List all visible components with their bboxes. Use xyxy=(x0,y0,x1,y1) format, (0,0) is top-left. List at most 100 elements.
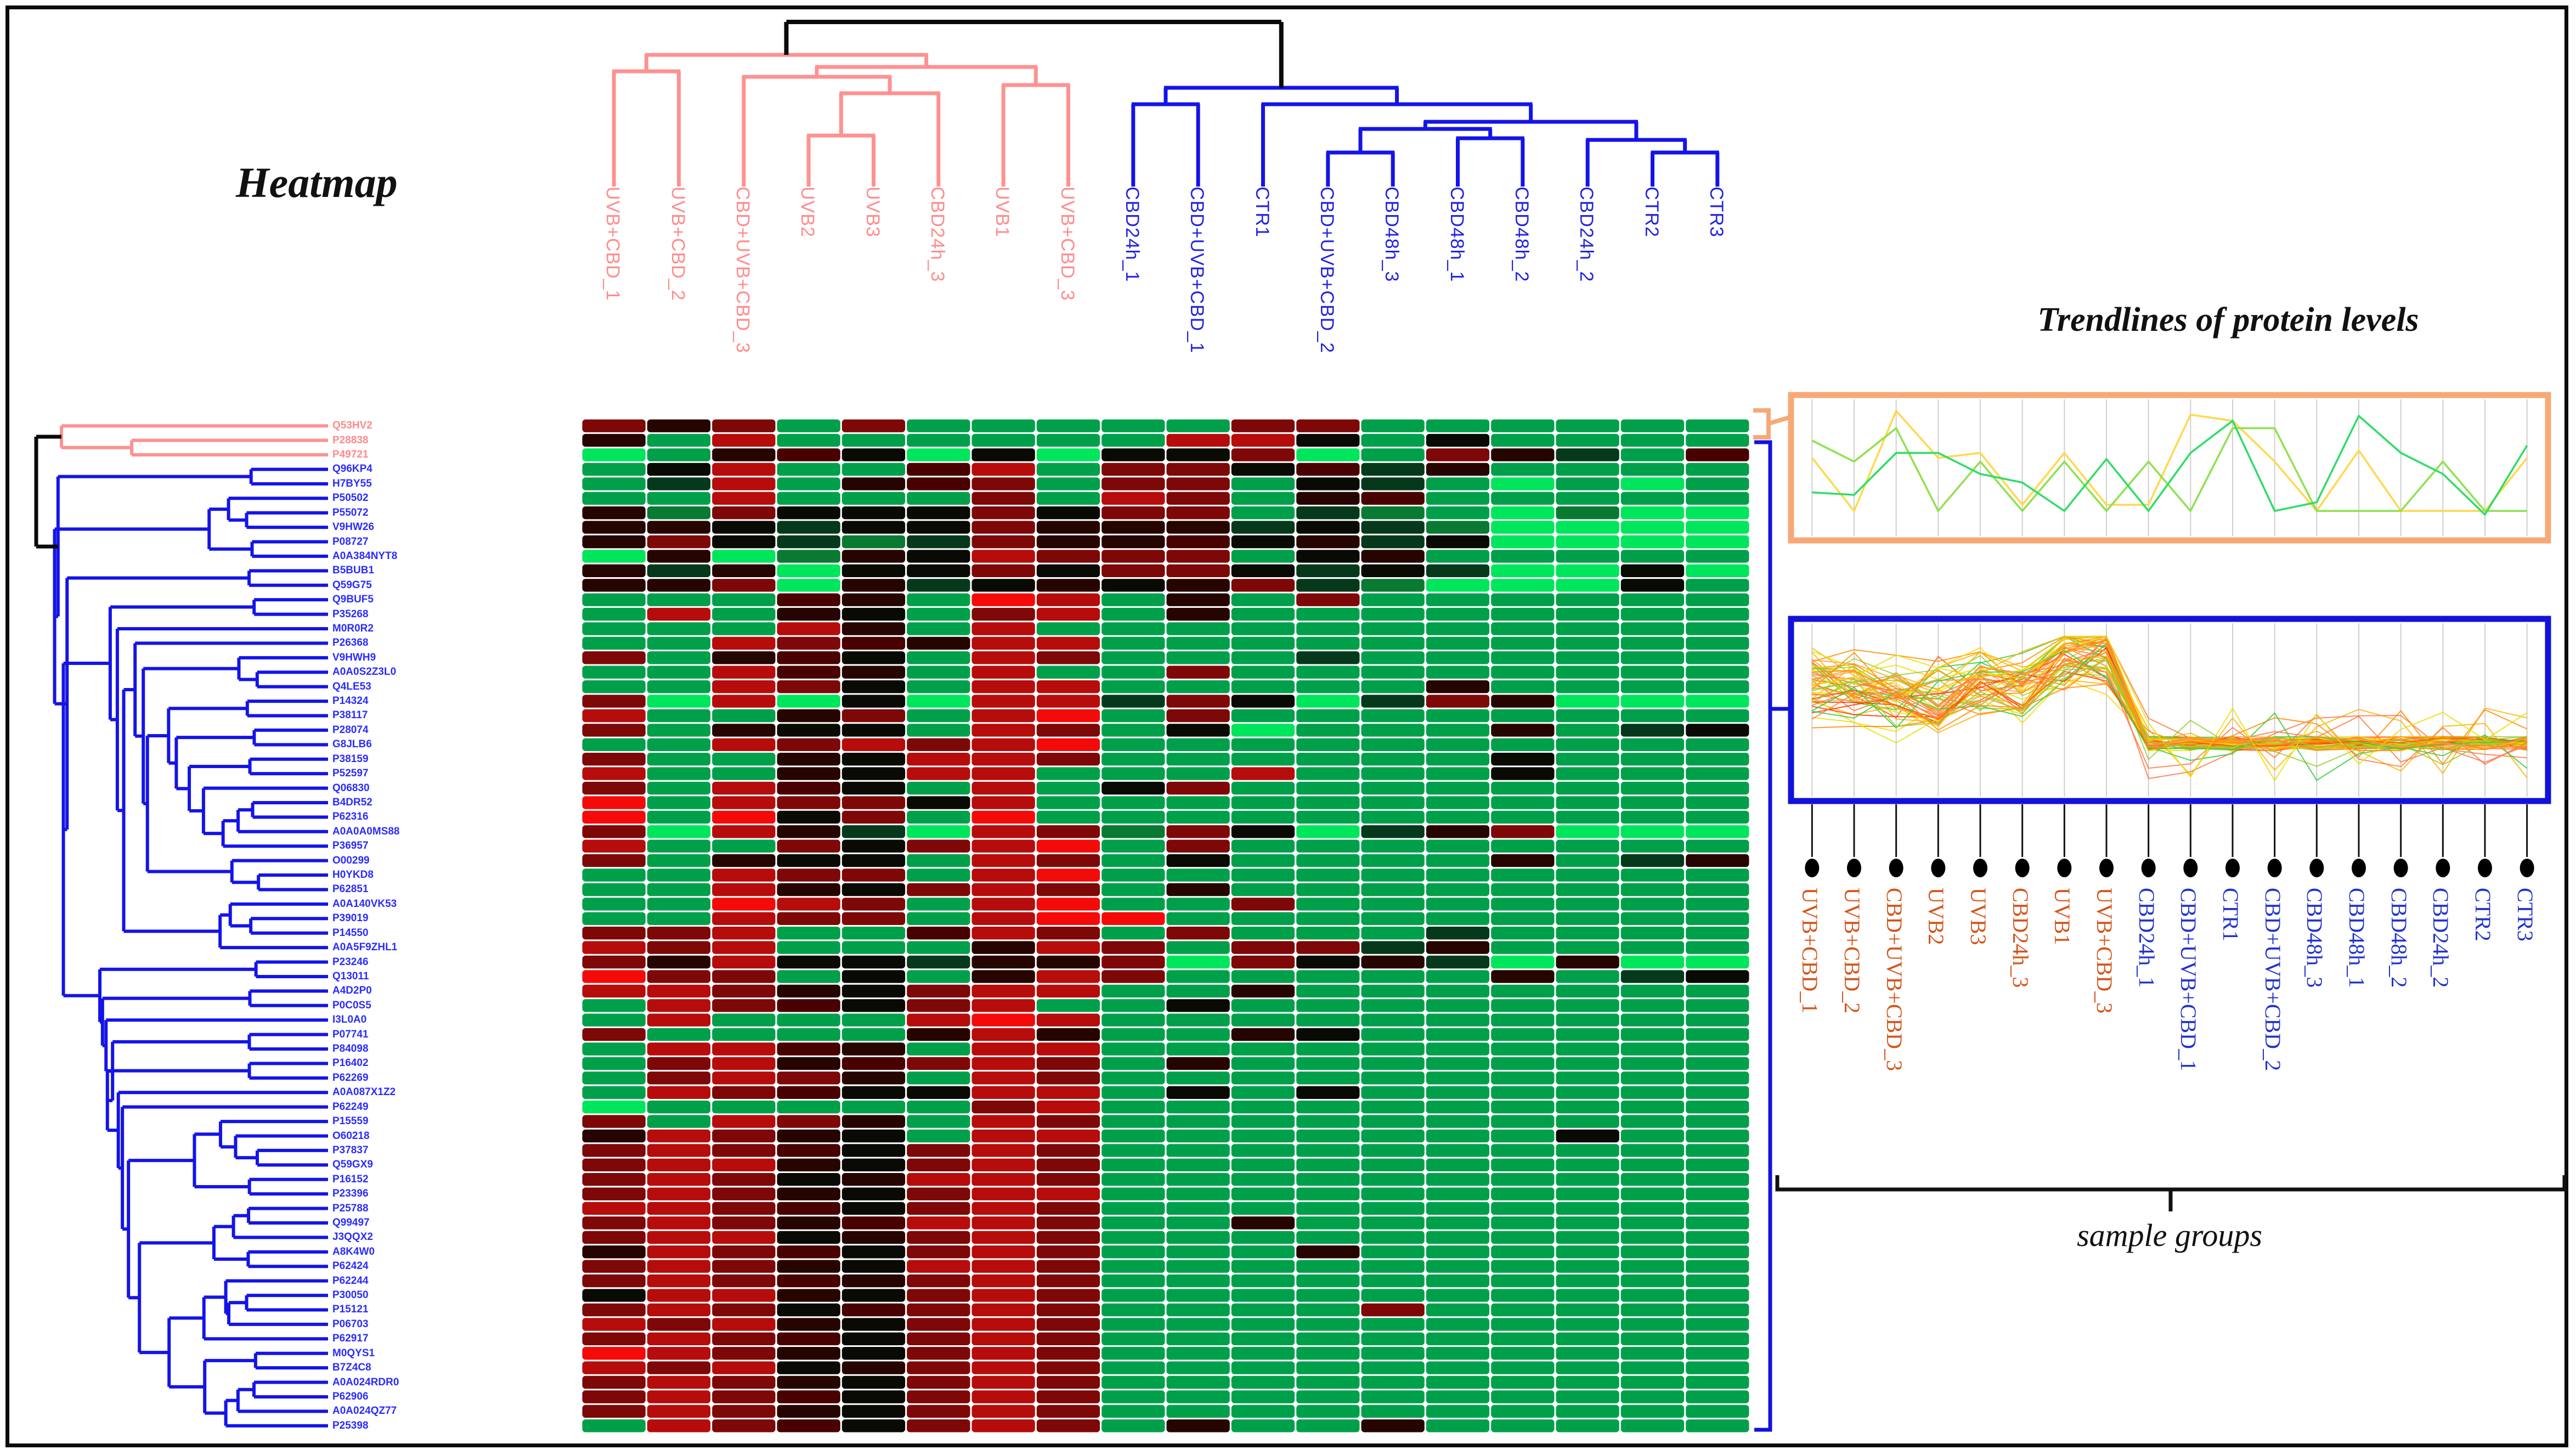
heatmap-cell xyxy=(841,1390,906,1403)
heatmap-cell xyxy=(971,955,1035,969)
row-label-P62917: P62917 xyxy=(332,1333,369,1345)
heatmap-cell xyxy=(1556,1245,1619,1259)
heatmap-cell xyxy=(1036,1260,1100,1273)
heatmap-cell xyxy=(907,1129,970,1143)
heatmap-cell xyxy=(841,1115,906,1128)
heatmap-cell xyxy=(1166,984,1230,998)
heatmap-cell xyxy=(1620,753,1685,766)
heatmap-cell xyxy=(1166,781,1230,795)
heatmap-cell xyxy=(1426,1390,1490,1403)
heatmap-cell xyxy=(907,593,970,606)
heatmap-cell xyxy=(907,1318,970,1331)
heatmap-cell xyxy=(647,1028,711,1041)
heatmap-cell xyxy=(907,1086,970,1099)
heatmap-cell xyxy=(1166,477,1230,490)
heatmap-cell xyxy=(1036,984,1100,998)
heatmap-cell xyxy=(582,1202,646,1215)
heatmap-cell xyxy=(1036,1405,1100,1418)
heatmap-cell xyxy=(971,535,1035,549)
heatmap-cell xyxy=(1620,1347,1685,1360)
heatmap-cell xyxy=(712,463,776,476)
heatmap-cell xyxy=(1361,781,1425,795)
heatmap-cell xyxy=(1231,622,1295,635)
right-panel-graphics xyxy=(1753,392,2567,1432)
heatmap-cell xyxy=(1556,492,1619,505)
heatmap-cell xyxy=(1491,1347,1555,1360)
heatmap-cell xyxy=(971,854,1035,867)
trendline-green xyxy=(1812,414,2528,516)
heatmap-cell xyxy=(907,810,970,824)
heatmap-cell xyxy=(1101,695,1165,708)
heatmap-cell xyxy=(1036,477,1100,490)
sample-label-UVB+CBD_1: UVB+CBD_1 xyxy=(1798,888,1823,1014)
heatmap-cell xyxy=(1296,1390,1360,1403)
heatmap-cell xyxy=(1231,1158,1295,1171)
sample-label-CBD48h_1: CBD48h_1 xyxy=(2345,888,2369,988)
heatmap-cell xyxy=(777,463,840,476)
heatmap-cell xyxy=(841,1071,906,1085)
heatmap-cell xyxy=(1101,1057,1165,1070)
heatmap-cell xyxy=(1620,579,1685,592)
heatmap-cell xyxy=(971,1405,1035,1418)
heatmap-cell xyxy=(1036,898,1100,911)
heatmap-cell xyxy=(1231,1375,1295,1389)
heatmap-cell xyxy=(1101,433,1165,447)
heatmap-cell xyxy=(1361,767,1425,780)
heatmap-cell xyxy=(1426,854,1490,867)
heatmap-cell xyxy=(582,1245,646,1259)
heatmap-cell xyxy=(582,666,646,679)
heatmap-cell xyxy=(712,854,776,867)
heatmap-cell xyxy=(1686,883,1749,896)
heatmap-cell xyxy=(907,1071,970,1085)
heatmap-cell xyxy=(1556,463,1619,476)
row-label-P84098: P84098 xyxy=(332,1043,369,1055)
heatmap-cell xyxy=(582,1013,646,1027)
heatmap-cell xyxy=(1361,1115,1425,1128)
heatmap-cell xyxy=(1036,535,1100,549)
heatmap-cell xyxy=(1101,970,1165,983)
heatmap-cell xyxy=(1231,810,1295,824)
heatmap-cell xyxy=(1426,1158,1490,1171)
heatmap-cell xyxy=(1491,970,1555,983)
row-label-P26368: P26368 xyxy=(332,637,369,649)
heatmap-cell xyxy=(1231,564,1295,577)
heatmap-cell xyxy=(1426,1274,1490,1288)
heatmap-cell xyxy=(907,521,970,534)
heatmap-cell xyxy=(1491,1303,1555,1317)
heatmap-cell xyxy=(1166,1173,1230,1186)
heatmap-cell xyxy=(712,1187,776,1200)
heatmap-cell xyxy=(1491,1375,1555,1389)
heatmap-cell xyxy=(1361,1303,1425,1317)
heatmap-cell xyxy=(712,1318,776,1331)
heatmap-cell xyxy=(1361,1013,1425,1027)
row-label-B4DR52: B4DR52 xyxy=(332,796,372,808)
row-label-P16152: P16152 xyxy=(332,1173,369,1185)
heatmap-cell xyxy=(1361,1028,1425,1041)
heatmap-cell xyxy=(1296,492,1360,505)
heatmap-cell xyxy=(841,1289,906,1302)
heatmap-cell xyxy=(777,825,840,838)
heatmap-cell xyxy=(1036,854,1100,867)
heatmap-cell xyxy=(1686,1405,1749,1418)
heatmap-cell xyxy=(907,695,970,708)
heatmap-cell xyxy=(971,1419,1035,1433)
heatmap-cell xyxy=(1426,419,1490,432)
heatmap-cell xyxy=(712,1260,776,1273)
heatmap-cell xyxy=(647,463,711,476)
heatmap-cell xyxy=(1166,1115,1230,1128)
row-label-P62906: P62906 xyxy=(332,1390,369,1402)
heatmap-cell xyxy=(1620,796,1685,809)
heatmap-cell xyxy=(1296,1375,1360,1389)
heatmap-cell xyxy=(1296,738,1360,751)
heatmap-cell xyxy=(841,607,906,621)
heatmap-cell xyxy=(1166,1202,1230,1215)
heatmap-cell xyxy=(647,796,711,809)
heatmap-cell xyxy=(777,1303,840,1317)
heatmap-cell xyxy=(1036,839,1100,853)
heatmap-cell xyxy=(1296,433,1360,447)
heatmap-cell xyxy=(841,912,906,925)
heatmap-cell xyxy=(712,1216,776,1230)
sample-label-UVB+CBD_2: UVB+CBD_2 xyxy=(1840,888,1865,1014)
heatmap-cell xyxy=(1101,869,1165,882)
heatmap-cell xyxy=(1361,535,1425,549)
